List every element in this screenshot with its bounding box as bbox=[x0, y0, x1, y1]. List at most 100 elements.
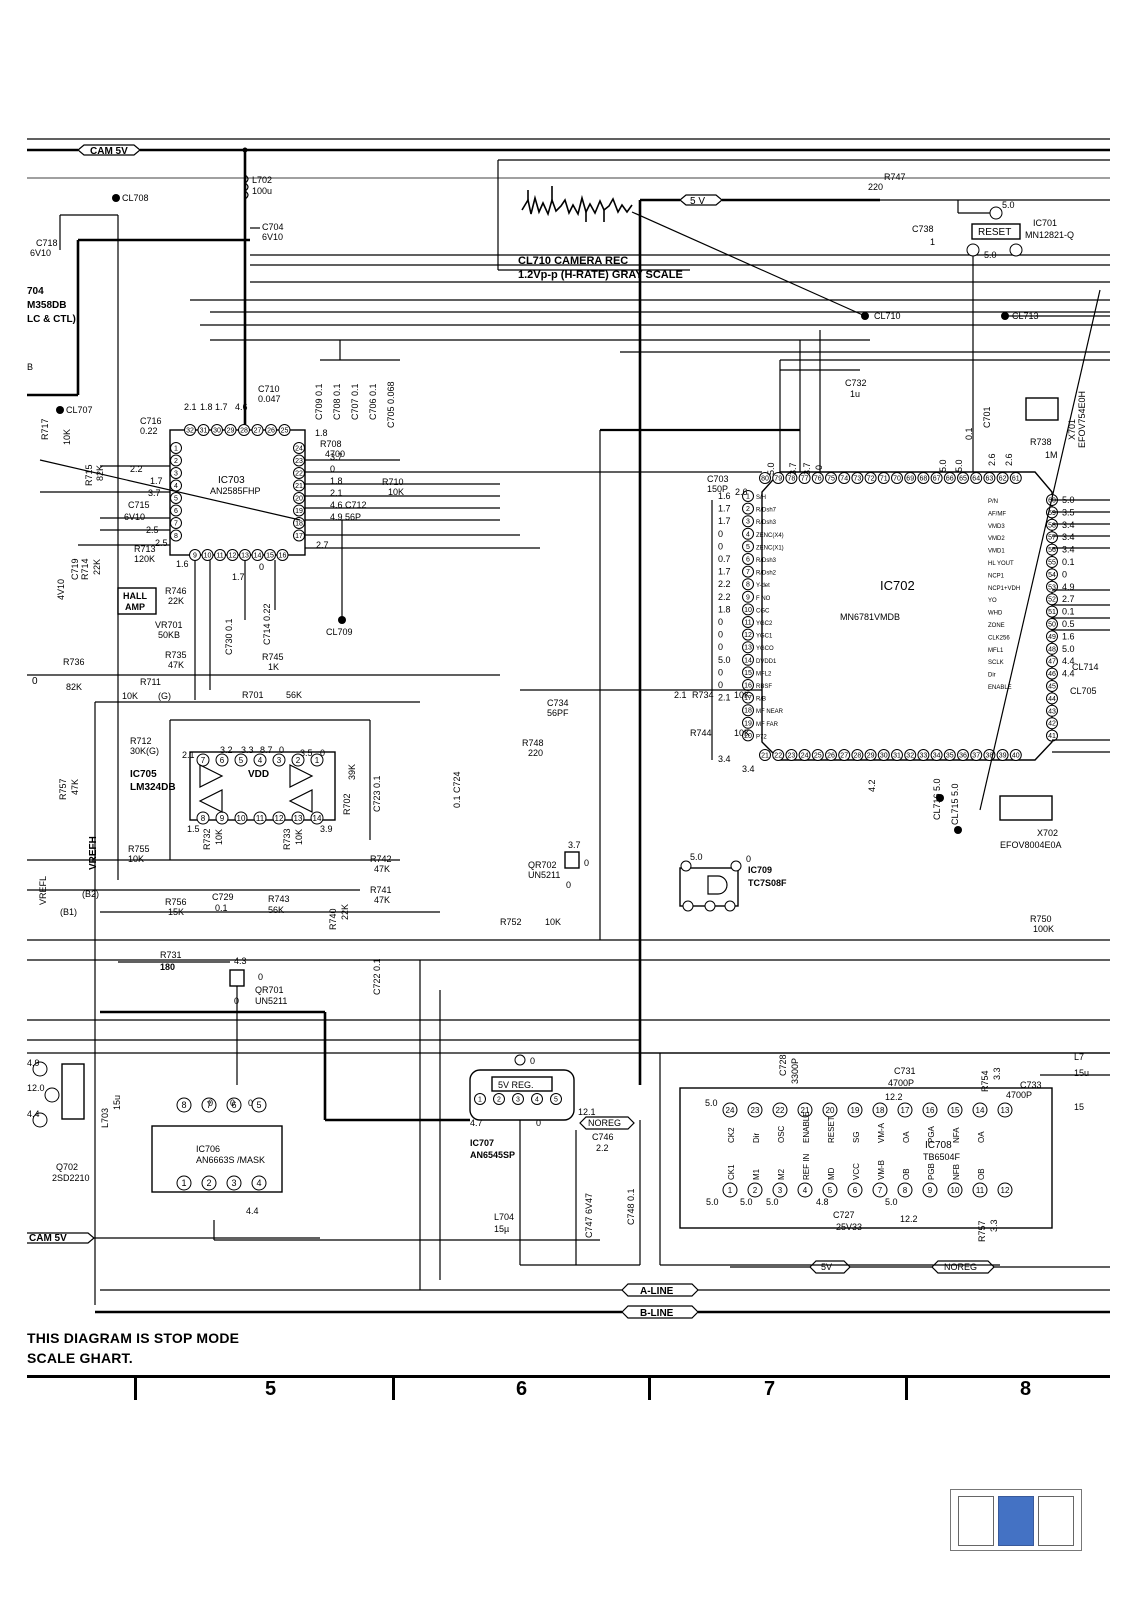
grid-rule bbox=[27, 1375, 1110, 1378]
ic-pin-number: 27 bbox=[254, 427, 262, 434]
ic-pin-number: 17 bbox=[901, 1106, 910, 1115]
ic705-ref: IC705 bbox=[130, 769, 157, 780]
svg-text:R748: R748 bbox=[522, 738, 544, 748]
ic702-pin-label: P/N bbox=[988, 499, 998, 505]
ic-pin-number: 3 bbox=[231, 1178, 236, 1188]
ic-pin-number: 2 bbox=[497, 1096, 501, 1103]
svg-text:R755: R755 bbox=[128, 844, 150, 854]
ic-pin-number: 48 bbox=[1048, 646, 1056, 653]
svg-text:0.22: 0.22 bbox=[140, 426, 158, 436]
ic708-ref: IC708 bbox=[925, 1140, 952, 1151]
ic708-pin-label: RESET bbox=[827, 1116, 836, 1143]
svg-text:3.3: 3.3 bbox=[241, 745, 254, 755]
ic708-pin-label: OA bbox=[902, 1131, 911, 1143]
svg-text:2.2: 2.2 bbox=[130, 464, 143, 474]
svg-text:5.0: 5.0 bbox=[740, 1197, 753, 1207]
ic-pin bbox=[197, 424, 210, 436]
ic-pin bbox=[877, 472, 890, 484]
ic-pin-number: 19 bbox=[744, 720, 752, 727]
svg-text:CL715 5.0: CL715 5.0 bbox=[950, 783, 960, 825]
ic-pin bbox=[957, 472, 969, 484]
pin-voltage: 4.4 bbox=[1062, 669, 1075, 679]
ic-pin bbox=[196, 811, 210, 825]
pin-voltage: 3.4 bbox=[1062, 520, 1075, 530]
ic-pin-number: 76 bbox=[814, 475, 822, 482]
svg-text:6V10: 6V10 bbox=[30, 248, 51, 258]
svg-text:C748 0.1: C748 0.1 bbox=[626, 1188, 636, 1225]
svg-text:C729: C729 bbox=[212, 892, 234, 902]
ic-pin-number: 30 bbox=[880, 752, 888, 759]
ic-pin-number: 7 bbox=[878, 1186, 883, 1195]
ic702-pin-label: NCP1+VDH bbox=[988, 586, 1020, 592]
svg-text:C728: C728 bbox=[778, 1054, 788, 1076]
svg-text:220: 220 bbox=[868, 182, 883, 192]
svg-text:56PF: 56PF bbox=[547, 708, 569, 718]
ic-pin-number: 75 bbox=[827, 475, 835, 482]
ic-pin bbox=[825, 749, 837, 761]
ic-pin bbox=[864, 472, 877, 484]
cap-bank: C709 0.1 C708 0.1 C707 0.1 C706 0.1 C705… bbox=[314, 340, 400, 428]
svg-text:4.9: 4.9 bbox=[330, 512, 343, 522]
page-thumb-3[interactable] bbox=[1038, 1496, 1074, 1546]
ic702-pin-label: P72 bbox=[756, 734, 767, 740]
ic-pin bbox=[825, 472, 837, 484]
svg-text:R710: R710 bbox=[382, 477, 404, 487]
ic-pin-number: 18 bbox=[295, 520, 303, 527]
ic-pin-number: 3 bbox=[778, 1186, 783, 1195]
ic-pin-number: 22 bbox=[774, 752, 782, 759]
ic-pin bbox=[238, 424, 250, 436]
ic-pin-number: 39 bbox=[999, 752, 1007, 759]
ic-pin-number: 23 bbox=[751, 1106, 760, 1115]
svg-text:0: 0 bbox=[566, 880, 571, 890]
svg-text:2.7: 2.7 bbox=[316, 540, 329, 550]
ic-pin bbox=[747, 1102, 763, 1118]
ic-pin-number: 9 bbox=[746, 594, 750, 601]
ic-pin bbox=[170, 504, 182, 517]
ic-pin bbox=[742, 553, 754, 565]
waveform-label-2: 1.2Vp-p (H-RATE) GRAY SCALE bbox=[518, 269, 683, 281]
svg-text:39K: 39K bbox=[347, 764, 357, 780]
svg-text:2.6: 2.6 bbox=[735, 487, 748, 497]
ic-pin bbox=[293, 467, 305, 479]
svg-text:R701: R701 bbox=[242, 690, 264, 700]
footer-note-1: THIS DIAGRAM IS STOP MODE bbox=[27, 1330, 240, 1346]
q702-ref: Q702 bbox=[56, 1162, 78, 1172]
ic-pin bbox=[201, 1097, 217, 1113]
ic-pin bbox=[872, 1102, 888, 1118]
ic-pin bbox=[943, 472, 956, 484]
page-thumb-2[interactable] bbox=[998, 1496, 1034, 1546]
ic-pin-number: 12 bbox=[229, 552, 237, 559]
ic-pin-number: 13 bbox=[241, 552, 249, 559]
ic-pin-number: 14 bbox=[976, 1106, 985, 1115]
ic-pin bbox=[251, 1175, 267, 1191]
svg-text:R712: R712 bbox=[130, 736, 152, 746]
svg-text:1M: 1M bbox=[1045, 450, 1058, 460]
ic-pin bbox=[891, 472, 903, 484]
ic-pin-number: 17 bbox=[744, 695, 752, 702]
svg-text:C710: C710 bbox=[258, 384, 280, 394]
ic-pin bbox=[742, 729, 754, 742]
ic-pin-number: 9 bbox=[220, 814, 225, 823]
page-thumb-1[interactable] bbox=[958, 1496, 994, 1546]
ic-pin bbox=[772, 749, 785, 761]
ic702-pin-label: S/H bbox=[756, 495, 766, 501]
svg-text:0: 0 bbox=[746, 854, 751, 864]
ic-pin bbox=[264, 549, 276, 561]
ic702-pin-label: R/Dsh2 bbox=[756, 571, 777, 577]
ic-pin-number: 1 bbox=[174, 445, 178, 452]
ic702-right-lines bbox=[1052, 499, 1110, 753]
pin-voltage: 1.8 bbox=[718, 604, 731, 614]
ic-pin bbox=[293, 442, 305, 454]
svg-text:4700P: 4700P bbox=[1006, 1090, 1032, 1100]
ic708-pin-label: M1 bbox=[752, 1168, 761, 1180]
ic702-part: MN6781VMDB bbox=[840, 612, 900, 622]
ic702-ref: IC702 bbox=[880, 578, 915, 593]
ic-pin bbox=[811, 472, 824, 484]
ic-pin-number: 6 bbox=[174, 508, 178, 515]
ic-pin bbox=[1046, 531, 1058, 544]
ic-pin-number: 7 bbox=[746, 569, 750, 576]
pin-voltage: 0 bbox=[718, 529, 723, 539]
ic-pin-number: 15 bbox=[951, 1106, 960, 1115]
ic708-pin-label: VM-A bbox=[877, 1122, 886, 1143]
ic-pin bbox=[1046, 605, 1058, 618]
